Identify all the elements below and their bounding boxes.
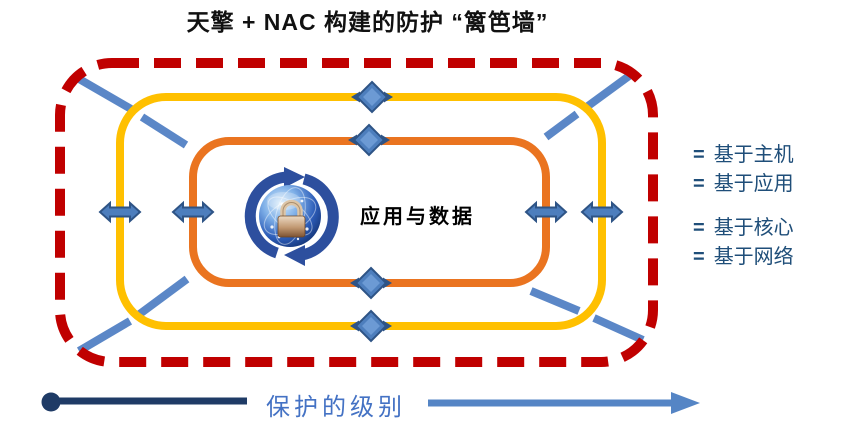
legend-label: 基于核心 [713,217,794,239]
diamond-node-top-orange [348,123,390,157]
legend-eq: = [693,144,705,166]
corner-connector-bottom-left-outer [76,317,133,355]
axis-label: 保护的级别 [266,394,406,421]
double-arrow-node-right-orange [524,200,568,224]
corner-connector-bottom-right-outer [592,314,645,344]
sync-arrow-right [300,173,339,261]
double-arrow-node-right-yellow [580,200,624,224]
diamond-node-top-yellow [351,80,393,114]
double-arrow-nodes [98,200,624,224]
legend-eq: = [693,217,705,239]
legend-item-core: = 基于核心 [693,214,794,243]
diagram-title: 天擎 + NAC 构建的防护 “篱笆墙” [186,9,549,35]
corner-connectors [71,72,645,355]
axis-arrowhead [671,392,700,414]
diamond-node-bottom-yellow [350,309,392,343]
legend-item-application: = 基于应用 [693,170,794,199]
sync-arrowhead-bottom [284,245,305,266]
center-label: 应用与数据 [360,206,475,228]
legend-label: 基于网络 [713,246,794,268]
sync-lock-globe-icon [244,167,339,266]
sync-arrowhead-top [284,167,305,188]
outer-dashed-ring [55,58,658,367]
axis-start-dot [41,392,61,412]
corner-connector-top-right-inner [543,110,580,141]
double-arrow-node-left-orange [171,200,215,224]
protection-level-axis [41,392,700,414]
sync-arrow-left [244,171,289,259]
corner-connector-top-left-outer [71,72,134,113]
legend-label: 基于应用 [713,173,794,195]
corner-connector-bottom-right-inner [529,287,581,315]
legend-label: 基于主机 [713,144,794,166]
legend-eq: = [693,173,705,195]
diamond-node-bottom-orange [350,266,392,300]
padlock-icon [277,199,306,238]
corner-connector-top-right-outer [585,72,632,110]
corner-connector-top-left-inner [139,113,189,149]
legend-item-network: = 基于网络 [693,243,794,272]
diamond-nodes [348,80,393,343]
legend: = 基于主机 = 基于应用 = 基于核心 = 基于网络 [693,141,794,272]
double-arrow-node-left-yellow [98,200,142,224]
legend-eq: = [693,246,705,268]
legend-item-host: = 基于主机 [693,141,794,170]
corner-connector-bottom-left-inner [134,275,190,320]
globe-highlight [267,192,301,210]
